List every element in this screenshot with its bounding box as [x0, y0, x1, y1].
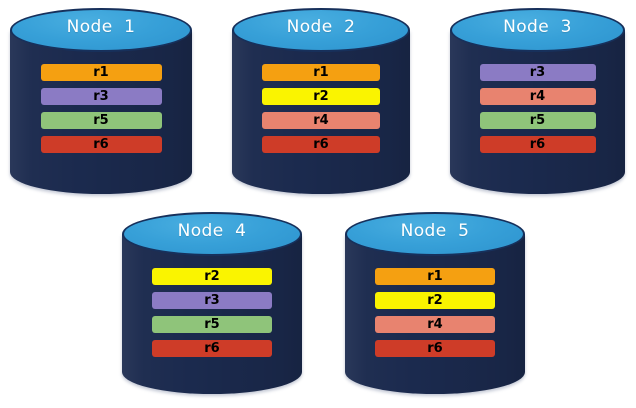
replica-list: r1 r3 r5 r6: [10, 64, 192, 153]
database-node-1[interactable]: Node 1 r1 r3 r5 r6: [10, 8, 192, 194]
cylinder-top-ellipse: [450, 8, 625, 52]
replica-bar-r2[interactable]: r2: [375, 292, 495, 309]
replica-bar-r6[interactable]: r6: [152, 340, 272, 357]
cylinder-body: [122, 234, 302, 394]
cylinder-top-ellipse: [232, 8, 410, 52]
replica-bar-r5[interactable]: r5: [152, 316, 272, 333]
replica-bar-r4[interactable]: r4: [375, 316, 495, 333]
replica-bar-r1[interactable]: r1: [375, 268, 495, 285]
replica-bar-r6[interactable]: r6: [375, 340, 495, 357]
replica-list: r1 r2 r4 r6: [232, 64, 410, 153]
replica-bar-r3[interactable]: r3: [479, 64, 596, 81]
replica-bar-r6[interactable]: r6: [40, 136, 162, 153]
node-label: Node 3: [503, 17, 572, 37]
node-label: Node 4: [177, 221, 247, 241]
replica-bar-r5[interactable]: r5: [479, 112, 596, 129]
replica-list: r3 r4 r5 r6: [450, 64, 625, 153]
cylinder-top-ellipse: [10, 8, 192, 52]
node-label: Node 5: [400, 221, 470, 241]
cylinder-body: [345, 234, 525, 394]
replica-bar-r4[interactable]: r4: [479, 88, 596, 105]
database-node-5[interactable]: Node 5 r1 r2 r4 r6: [345, 212, 525, 394]
replica-bar-r3[interactable]: r3: [40, 88, 162, 105]
database-node-2[interactable]: Node 2 r1 r2 r4 r6: [232, 8, 410, 194]
node-label: Node 2: [286, 17, 356, 37]
cylinder-top-ellipse: [122, 212, 302, 256]
replica-list: r2 r3 r5 r6: [122, 268, 302, 357]
cylinder-top-ellipse: [345, 212, 525, 256]
replica-bar-r5[interactable]: r5: [40, 112, 162, 129]
replica-bar-r1[interactable]: r1: [262, 64, 380, 81]
replica-bar-r4[interactable]: r4: [262, 112, 380, 129]
replica-bar-r6[interactable]: r6: [262, 136, 380, 153]
replica-bar-r2[interactable]: r2: [152, 268, 272, 285]
node-label: Node 1: [66, 17, 136, 37]
replica-list: r1 r2 r4 r6: [345, 268, 525, 357]
database-node-4[interactable]: Node 4 r2 r3 r5 r6: [122, 212, 302, 394]
replica-bar-r2[interactable]: r2: [262, 88, 380, 105]
replica-bar-r1[interactable]: r1: [40, 64, 162, 81]
database-node-3[interactable]: Node 3 r3 r4 r5 r6: [450, 8, 625, 194]
replica-bar-r6[interactable]: r6: [479, 136, 596, 153]
replica-bar-r3[interactable]: r3: [152, 292, 272, 309]
